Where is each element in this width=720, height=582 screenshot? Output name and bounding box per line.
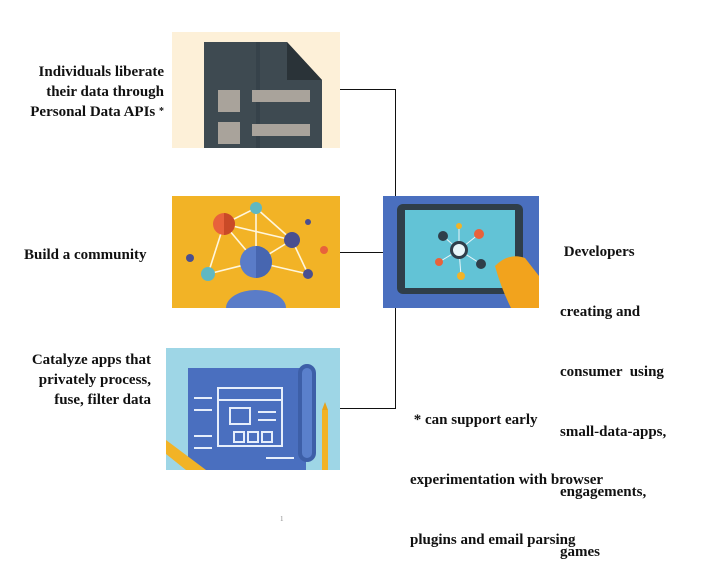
- network-image: [172, 196, 340, 308]
- label-developers: Developers creating and consumer using s…: [560, 202, 720, 582]
- footnote: * can support early experimentation with…: [410, 370, 710, 570]
- tablet-image: [383, 196, 539, 308]
- connector-line: [395, 89, 396, 196]
- label-build-community: Build a community: [24, 245, 174, 265]
- network-icon: [172, 196, 340, 308]
- document-icon: [172, 32, 340, 148]
- label-personal-data-apis: Individuals liberate their data through …: [0, 62, 164, 122]
- label-line: engagements,: [560, 484, 647, 500]
- label-line: fuse, filter data: [54, 392, 151, 408]
- connector-line: [395, 308, 396, 408]
- label-line: privately process,: [38, 372, 151, 388]
- connector-line: [340, 408, 396, 409]
- document-image: [172, 32, 340, 148]
- label-catalyze-apps: Catalyze apps that privately process, fu…: [0, 350, 151, 410]
- footnote-line: * can support early: [410, 412, 538, 428]
- label-line: their data through: [46, 84, 164, 100]
- label-line: Catalyze apps that: [31, 352, 151, 368]
- connector-line: [340, 89, 396, 90]
- footnote-marker: *: [159, 106, 164, 117]
- label-line: Individuals liberate: [38, 64, 164, 80]
- label-line: Personal Data APIs: [30, 104, 156, 120]
- tablet-icon: [383, 196, 539, 308]
- label-line: Developers: [560, 244, 635, 260]
- footnote-line: plugins and email parsing: [410, 532, 576, 548]
- page-number: 1: [280, 515, 284, 523]
- label-line: Build a community: [24, 247, 147, 263]
- blueprint-image: [166, 348, 340, 470]
- footnote-line: experimentation with browser: [410, 472, 604, 488]
- connector-line: [340, 252, 383, 253]
- label-line: creating and: [560, 304, 641, 320]
- blueprint-icon: [166, 348, 340, 470]
- label-line: consumer using: [560, 364, 664, 380]
- label-line: small-data-apps,: [560, 424, 667, 440]
